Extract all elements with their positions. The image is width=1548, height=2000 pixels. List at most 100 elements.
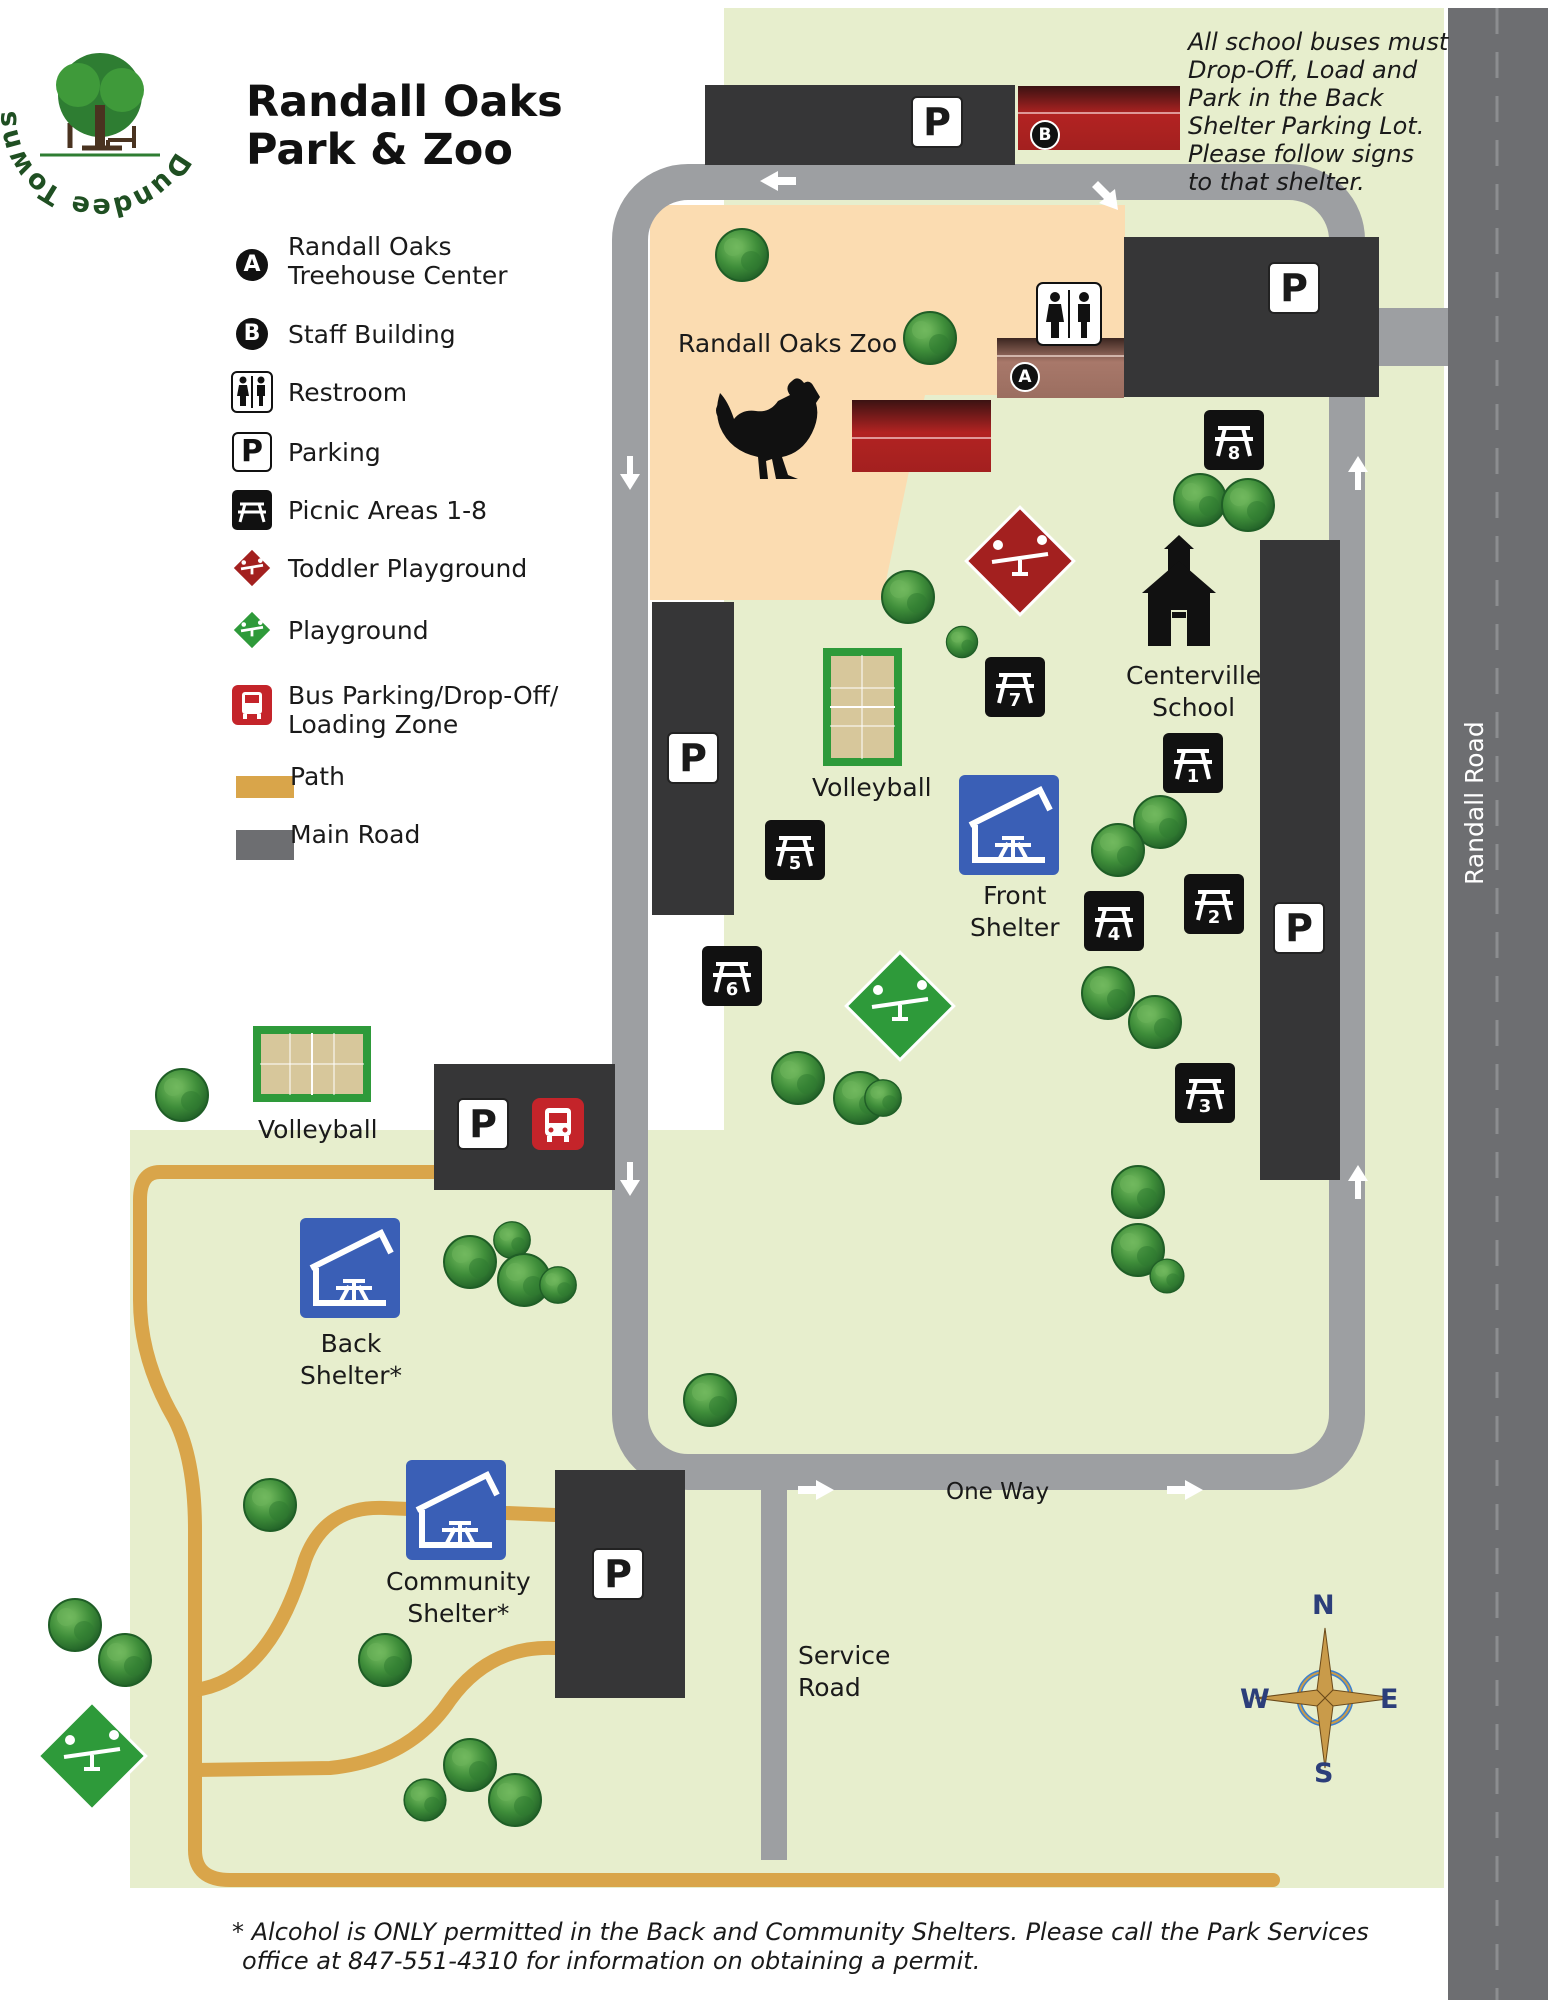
logo-text: Dundee Township Park District xyxy=(0,0,196,223)
legend-item-bus: Bus Parking/Drop-Off/ Loading Zone xyxy=(230,676,558,739)
compass-n: N xyxy=(1312,1590,1335,1621)
rooster-icon xyxy=(716,378,820,479)
legend-label: Path xyxy=(290,761,345,791)
schoolhouse-icon xyxy=(1142,535,1216,646)
picnic-area-sign: 1 xyxy=(1163,733,1223,793)
service-road xyxy=(761,1490,787,1860)
staff-building-badge: B xyxy=(1030,120,1060,150)
back-shelter-icon xyxy=(300,1218,400,1318)
picnic-table-icon xyxy=(713,962,751,993)
path-swatch xyxy=(230,754,290,798)
service-road-label: Service Road xyxy=(798,1641,891,1702)
community-shelter-icon xyxy=(406,1460,506,1560)
legend-label: Toddler Playground xyxy=(288,553,528,583)
picnic-table-icon xyxy=(1186,1079,1224,1110)
parking-sign: P xyxy=(1268,262,1320,314)
picnic-number: 3 xyxy=(1198,1096,1212,1117)
title-line-2: Park & Zoo xyxy=(246,125,513,175)
zoo-label: Randall Oaks Zoo xyxy=(678,329,898,358)
letter-a-icon: A xyxy=(230,243,274,287)
community-shelter-label: Community Shelter* xyxy=(386,1567,531,1628)
toddler-playground-icon xyxy=(964,505,1076,617)
legend-label: Playground xyxy=(288,615,429,645)
main-road-loop xyxy=(612,164,1365,1490)
legend-item-treehouse: A Randall Oaks Treehouse Center xyxy=(230,232,508,294)
picnic-area-sign: 4 xyxy=(1084,891,1144,951)
legend-label: Bus Parking/Drop-Off/ Loading Zone xyxy=(288,681,559,739)
randall-road xyxy=(1448,8,1548,2000)
picnic-area-sign: 8 xyxy=(1204,410,1264,470)
bus-icon xyxy=(230,683,274,727)
legend-path-swatch xyxy=(236,776,294,798)
footnote-line-1: * Alcohol is ONLY permitted in the Back … xyxy=(232,1918,1369,1946)
picnic-number: 2 xyxy=(1207,907,1221,928)
page-title: Randall Oaks Park & Zoo xyxy=(246,78,563,174)
walking-path xyxy=(133,1165,1280,1887)
legend-item-main-road: Main Road xyxy=(230,814,420,854)
zoo-barn xyxy=(852,400,991,472)
legend-label: Picnic Areas 1-8 xyxy=(288,495,488,525)
legend-road-swatch xyxy=(236,830,294,860)
picnic-number: 6 xyxy=(725,979,739,1000)
picnic-table-icon xyxy=(996,673,1034,704)
volleyball-label-center: Volleyball xyxy=(812,773,932,802)
volleyball-label-west: Volleyball xyxy=(258,1115,378,1144)
picnic-table-icon xyxy=(776,836,814,867)
picnic-area-sign: 6 xyxy=(702,946,762,1006)
title-line-1: Randall Oaks xyxy=(246,77,563,127)
picnic-table-icon xyxy=(1195,890,1233,921)
legend-label: Main Road xyxy=(290,819,421,849)
svg-text:Dundee Township Park District: Dundee Township Park District xyxy=(0,0,197,223)
legend-item-path: Path xyxy=(230,756,345,796)
parking-sign: P xyxy=(911,96,963,148)
legend-label: Parking xyxy=(288,437,381,467)
legend-item-picnic: Picnic Areas 1-8 xyxy=(230,490,487,530)
legend-label: Randall Oaks Treehouse Center xyxy=(288,232,508,290)
picnic-number: 8 xyxy=(1227,443,1241,464)
picnic-area-sign: 7 xyxy=(985,657,1045,717)
restroom-icon xyxy=(1036,282,1102,346)
picnic-number: 1 xyxy=(1186,766,1200,787)
picnic-table-icon xyxy=(230,488,274,532)
restroom-icon xyxy=(230,370,274,414)
picnic-number: 4 xyxy=(1107,924,1121,945)
compass-e: E xyxy=(1380,1684,1399,1715)
volleyball-court-west xyxy=(253,1026,371,1102)
picnic-table-icon xyxy=(1095,907,1133,938)
playground-icon xyxy=(230,608,274,652)
picnic-table-icon xyxy=(1174,749,1212,780)
logo-ring-text: Dundee Township Park District xyxy=(0,0,197,223)
parking-lots xyxy=(434,85,1379,1698)
front-shelter-icon xyxy=(959,775,1059,875)
toddler-playground-icon xyxy=(230,546,274,590)
randall-road-label: Randall Road xyxy=(1460,721,1489,885)
park-district-logo xyxy=(37,52,163,178)
picnic-area-sign: 3 xyxy=(1175,1063,1235,1123)
playground-icon-west xyxy=(36,1700,148,1812)
compass-w: W xyxy=(1240,1684,1270,1715)
picnic-number: 7 xyxy=(1008,690,1022,711)
parking-sign: P xyxy=(592,1548,644,1600)
legend-item-staff: B Staff Building xyxy=(230,314,456,354)
parking-icon: P xyxy=(230,430,274,474)
compass-rose-icon xyxy=(1254,1627,1396,1769)
letter-b-icon: B xyxy=(230,312,274,356)
picnic-area-sign: 2 xyxy=(1184,874,1244,934)
legend-item-playground: Playground xyxy=(230,610,429,650)
footnote-line-2: office at 847-551-4310 for information o… xyxy=(242,1947,981,1975)
road-connector xyxy=(1378,308,1448,366)
treehouse-center-badge: A xyxy=(1010,362,1040,392)
parking-sign: P xyxy=(457,1098,509,1150)
parking-sign: P xyxy=(667,732,719,784)
parking-sign: P xyxy=(1273,902,1325,954)
footnote: * Alcohol is ONLY permitted in the Back … xyxy=(232,1918,1432,1976)
one-way-arrows xyxy=(620,171,1368,1500)
compass-s: S xyxy=(1314,1758,1334,1789)
legend-item-restroom: Restroom xyxy=(230,370,408,414)
legend-label: Staff Building xyxy=(288,319,456,349)
legend-label: Restroom xyxy=(288,377,408,407)
main-road-swatch xyxy=(230,812,290,856)
bus-note: All school buses must Drop-Off, Load and… xyxy=(1188,28,1449,196)
legend-item-parking: P Parking xyxy=(230,432,381,472)
picnic-area-sign: 5 xyxy=(765,820,825,880)
